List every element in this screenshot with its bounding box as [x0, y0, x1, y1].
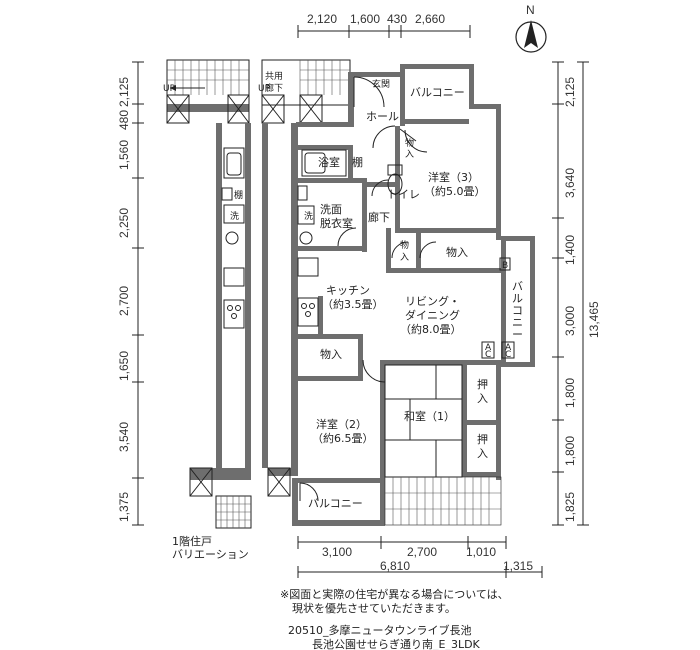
bottom-dimension-line: 3,100 2,700 1,010 6,810 1,315 [297, 536, 543, 578]
dim-left-1: 2,125 [117, 77, 131, 107]
dim-bottom-total: 6,810 [380, 559, 410, 573]
ac-left-2: C [485, 350, 491, 360]
stairs-bottom [384, 476, 502, 526]
dim-bottom-3: 1,010 [466, 545, 496, 559]
dim-top-1: 2,120 [307, 12, 337, 26]
left-dimension-line: 2,125 480 1,560 2,250 2,700 1,650 3,540 … [117, 61, 144, 526]
storage-top-label-1: 物 [405, 137, 414, 149]
property-line-1: 20510_多摩ニュータウンライブ長池 [288, 623, 472, 637]
dim-top-4: 2,660 [415, 12, 445, 26]
up-label: UP [163, 84, 176, 94]
ac-right-1: A [505, 343, 512, 353]
storage-low-label: 物入 [320, 347, 342, 361]
dim-right-2: 3,640 [563, 168, 577, 198]
entrance-label: 玄関 [372, 78, 390, 90]
dim-left-4: 2,250 [117, 208, 131, 238]
ac-right-2: C [505, 350, 511, 360]
doors-fixtures [297, 76, 515, 502]
hallway-label: 廊下 [368, 210, 390, 224]
oshi1-label-2: 入 [477, 392, 488, 405]
hall-label: ホール [366, 110, 399, 123]
balcony-right-4: ニ [512, 316, 523, 329]
laundry-label-1: 洗面 [320, 203, 342, 216]
dim-left-6: 1,650 [117, 351, 131, 381]
balcony-right-3: コ [512, 304, 523, 317]
balcony-top-label: バルコニー [410, 86, 465, 99]
ground-floor-variation: UP 棚 洗 [163, 59, 252, 529]
dim-left-3: 1,560 [117, 140, 131, 170]
dim-bottom-1: 3,100 [322, 545, 352, 559]
storage-top-label-2: 入 [405, 149, 414, 160]
note-line-2: 現状を優先させていただきます。 [292, 601, 456, 615]
oshi1-label-1: 押 [477, 377, 488, 391]
dim-top-3: 430 [387, 12, 407, 26]
note-line-1: ※図面と実際の住宅が異なる場合については、 [280, 587, 509, 601]
left-shelf-label: 棚 [234, 189, 243, 201]
western3-label-1: 洋室（3） [428, 170, 479, 184]
room-labels: 共用 廊下 UP 玄関 バルコニー ホール 浴室 棚 物 入 トイレ 洋室（3）… [258, 71, 523, 510]
storage-mid-small-2: 入 [400, 252, 409, 263]
western2-label-2: （約6.5畳） [312, 431, 374, 445]
living-label-1: リビング・ [405, 294, 460, 308]
north-label: N [526, 3, 535, 17]
oshi2-label-1: 押 [477, 432, 488, 446]
dim-right-6: 1,800 [563, 436, 577, 466]
dim-bottom-extra: 1,315 [503, 559, 533, 573]
right-dimension-line: 2,125 3,640 1,400 3,000 1,800 1,800 1,82… [552, 61, 601, 526]
dim-right-1: 2,125 [563, 77, 577, 107]
main-unit-walls [261, 59, 535, 526]
variation-line-1: 1階住戸 [172, 534, 212, 548]
dim-right-5: 1,800 [563, 378, 577, 408]
dim-bottom-2: 2,700 [407, 545, 437, 559]
washitsu-label: 和室（1） [404, 409, 455, 423]
dim-right-7: 1,825 [563, 492, 577, 522]
property-line-2: 長池公園せせらぎ通り南_E_3LDK [312, 637, 481, 650]
dim-left-7: 3,540 [117, 422, 131, 452]
corridor-label-2: 廊下 [265, 82, 283, 94]
kitchen-label-1: キッチン [326, 284, 370, 297]
dim-left-5: 2,700 [117, 286, 131, 316]
dim-left-2: 480 [117, 110, 131, 130]
dim-left-8: 1,375 [117, 492, 131, 522]
left-wash-label: 洗 [230, 210, 239, 222]
living-label-3: （約8.0畳） [400, 322, 462, 336]
living-label-2: ダイニング [405, 308, 460, 322]
western2-label-1: 洋室（2） [316, 417, 367, 431]
top-dimension-line: 2,120 1,600 430 2,660 [297, 12, 471, 38]
dim-top-2: 1,600 [350, 12, 380, 26]
balcony-right-1: バ [512, 280, 523, 293]
wash-label: 洗 [304, 210, 313, 222]
storage-mid-small-1: 物 [400, 239, 409, 251]
western3-label-2: （約5.0畳） [424, 184, 486, 198]
corridor-label-1: 共用 [265, 71, 283, 82]
balcony-bottom-label: バルコニー [308, 497, 363, 510]
kitchen-label-2: （約3.5畳） [322, 297, 384, 311]
ac-left-1: A [485, 343, 492, 353]
main-up-label: UP [258, 84, 271, 94]
bath-label: 浴室 [318, 155, 340, 169]
variation-line-2: バリエーション [172, 548, 249, 561]
balcony-right-2: ル [512, 292, 523, 305]
north-arrow: N [515, 3, 547, 53]
balcony-right-5: ー [512, 328, 523, 341]
shelf-label: 棚 [352, 155, 363, 169]
dim-right-3: 1,400 [563, 235, 577, 265]
oshi2-label-2: 入 [477, 447, 488, 460]
dim-right-4: 3,000 [563, 306, 577, 336]
toilet-label: トイレ [387, 188, 420, 201]
b-mark: B [502, 261, 508, 271]
laundry-label-2: 脱衣室 [320, 216, 353, 230]
storage-mid-label: 物入 [446, 245, 468, 259]
dim-right-total: 13,465 [587, 301, 601, 338]
